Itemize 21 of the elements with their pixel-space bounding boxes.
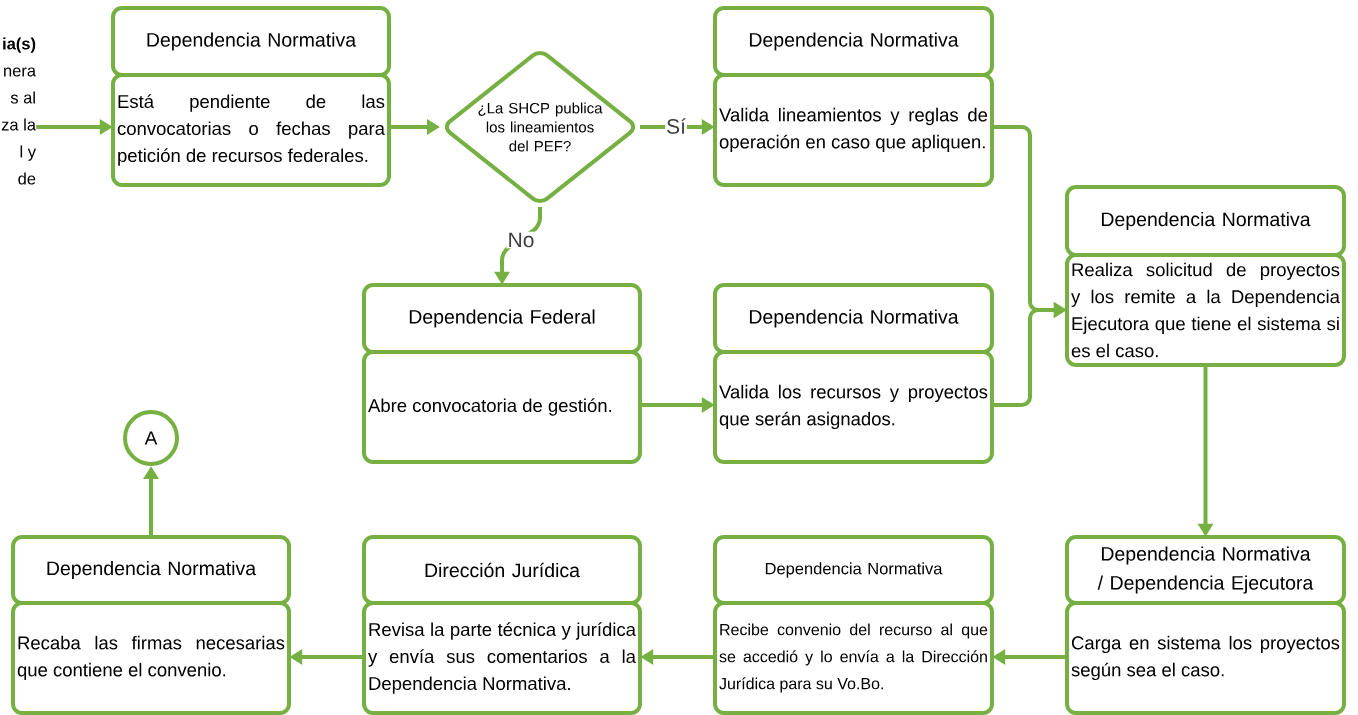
process-card: Dirección Jurídica Revisa la parte técnica y jurídica y envía sus comentarios a la Dependencia Normativa. [362,535,642,715]
process-card: Dependencia Normativa Recibe convenio del recurso al que se accedió y lo envía a la Dirección Jurídica para su Vo.Bo. [713,535,994,715]
node-label: Dependencia Normativa [47,560,257,580]
node-label: Dependencia Normativa [749,32,959,51]
process-card: Dependencia Normativa Recaba las firmas necesarias que contiene el convenio. [11,535,291,715]
process-card: Dependencia Normativa Realiza solicitud de proyectos y los remite a la Dependencia Ejecutora que tiene el sistema si es el caso. [1065,185,1346,367]
process-card: Dependencia Normativa Está pendiente de las convocatorias o fechas para petición de recursos federales. [111,6,391,187]
node-label: Dependencia Normativa [749,309,959,328]
process-card: Dependencia Normativa Valida lineamientos y reglas de operación en caso que apliquen. [713,6,994,187]
node-label: Dependencia Normativa [147,32,357,51]
process-card: Dependencia Federal Abre convocatoria de gestión. [362,283,642,464]
node-label: Dependencia Normativa [1101,211,1311,231]
node-label: Dependencia Federal [409,309,595,328]
cut-text: ia(s) nera s al za la l y de [1,37,36,185]
process-card: Dependencia Normativa Valida los recursos y proyectos que serán asignados. [713,283,994,464]
edge-label: No [506,231,536,249]
node-label: Dependencia Normativa / Dependencia Ejecutora [1097,546,1314,594]
process-card: Dependencia Normativa / Dependencia Ejecutora Carga en sistema los proyectos según sea el caso. [1065,535,1346,715]
edge-label: Sí [665,117,687,135]
node-label: Dependencia Normativa [765,562,943,578]
node-label: Dirección Jurídica [425,562,580,578]
